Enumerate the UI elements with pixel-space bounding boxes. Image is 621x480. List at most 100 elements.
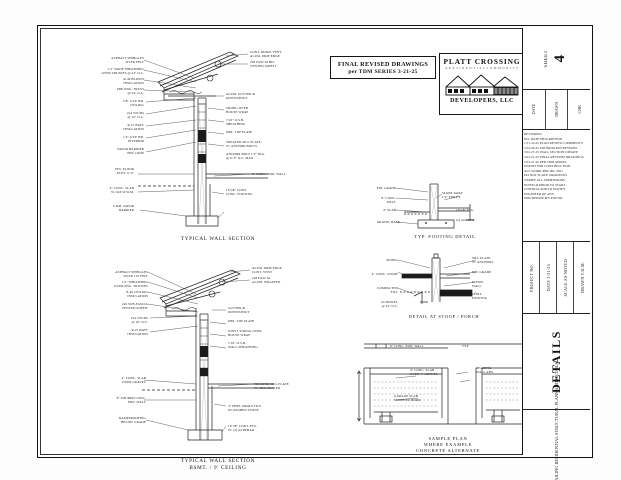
revision-line: ENGINEER OF ANY [524,191,555,196]
label-footing-1: 8" CONC. WALL [381,196,396,205]
label-lower-left-1: 1/2" SHEATHING OVER ENG. TRUSSES [114,280,148,289]
label-upper-right-9: 16"x8" CONT. CONC. FOOTING [226,188,253,197]
label-stoop-2: 4" CONC. STOOP [371,272,398,276]
label-lower-left-7: 8" POURED CONC. FDN. WALL [116,396,146,405]
revision-line: DISCREPANCIES FOUND [524,196,563,201]
label-stoop-3: FIN. GRADE [472,270,492,274]
caption-stoop: DETAIL AT STOOP / PORCH [408,314,480,319]
caption-typical-wall-section-upper: TYPICAL WALL SECTION [180,236,256,242]
meta-cell-date-label: DATE [531,104,537,115]
project-info-col-date: DATE 3-21-25 [540,242,557,313]
revision-line: DO NOT SCALE DRAWINGS [524,173,568,178]
label-plan-0: 8" CONC. FDN. WALL [390,344,424,348]
label-upper-right-5: DBL. TOP PLATE [226,130,253,134]
meta-cell-date: DATE [523,90,546,129]
label-lower-right-6: TREATED SILL PLATE W/ SILL SEALER [254,382,289,391]
revision-line: REVISIONS [524,132,542,136]
label-upper-left-2: R-49 BLOWN INSULATION [123,77,144,86]
label-footing-2: SLOPE AWAY 1/4" PER FT. [442,191,464,200]
label-upper-left-7: 1/2" GYP. BD. INTERIOR [123,135,144,144]
revision-line: NO. DATE DESCRIPTION [524,136,563,141]
label-plan-9: GARAGE SLAB SLOPE TO DOOR [394,394,421,403]
project-drawn-text: DRAWN T.D.M. [579,262,585,293]
label-stoop-4: COMPACTED FILL [377,286,398,295]
revision-line: 5 03-21-25 PER TDM SERIES [524,159,567,164]
label-lower-right-0: ALUM. DRIP EDGE CONT. VENT [252,266,282,275]
sheet-number-row: SHEET 4 [523,28,590,90]
logo-developer-name: DEVELOPERS, LLC [450,96,514,104]
sheet-title-row: DETAILS [523,314,590,410]
title-block: SHEET 4 DATE DRAWN CHK REVISIONS NO. DAT… [522,28,590,480]
label-stoop-5: 8" FDN. WALL [472,280,484,289]
label-lower-right-7: 4" PERF. DRAIN TILE IN WASHED STONE [228,404,262,413]
label-stoop-0: SIDING [386,258,398,262]
label-lower-right-8: 16"x8" CONT. FTG. W/ (2) #4 REBAR [228,424,258,433]
label-upper-right-0: CONT. RIDGE VENT ALUM. DRIP EDGE [250,50,282,59]
label-upper-left-3: PRE-ENG. TRUSS @ 24" O.C. [116,87,144,96]
label-upper-right-8: 8" CONC. FDN. WALL [252,172,286,176]
revision-line: 3 02-27-25 WALL SECTION UPDATE [524,150,579,155]
logo-subtitle: A R E S I D E N T I A L C O M M U N I T … [445,66,519,70]
label-lower-left-3: 2x6 SUB-FASCIA VENTED SOFFIT [121,302,148,311]
label-stoop-1: SILL PLATE W/ ANCHORS [472,256,494,265]
label-lower-right-3: DBL. TOP PLATE [228,319,255,323]
label-plan-3: BEARING WALL ABV. [476,366,494,375]
project-info-col-drawn: DRAWN T.D.M. [574,242,590,313]
label-lower-left-0: ASPHALT SHINGLES OVER 15# FELT [115,270,148,279]
label-upper-left-6: R-21 BATT INSULATION [123,123,144,132]
revision-line: 2 02-06-25 FOUNDATION REVISED [524,145,577,150]
detail-typical-footing [395,183,474,229]
label-upper-right-3: SIDING OVER HOUSE WRAP [226,106,249,115]
revision-stamp: FINAL REVISED DRAWINGS per TDM SERIES 3-… [330,56,436,79]
detail-stoop [397,253,477,304]
meta-cell-chk-label: CHK [576,105,582,114]
label-upper-left-9: FIN. FLOOR ELEV. 0'-0" [115,167,134,176]
sheet-border: FINAL REVISED DRAWINGS per TDM SERIES 3-… [37,25,593,480]
detail-typical-wall-section-upper [137,51,268,227]
revision-line: CONTRACTOR TO NOTIFY [524,187,566,192]
revision-line: ALL WORK PER IRC 2021 [524,168,563,173]
label-upper-left-1: 1/2" ROOF SHEATHING OVER TRUSSES @ 24" O… [101,67,144,76]
label-footing-0: FIN. GRADE [376,186,396,190]
label-upper-left-5: 2x4 STUDS @ 16" O.C. [126,111,144,120]
revision-line: ISSUED FOR CONSTRUCTION [524,164,571,169]
revision-line: IN FIELD PRIOR TO START [524,182,566,187]
title-block-meta-row: DATE DRAWN CHK [523,90,590,130]
label-upper-left-11: 6 MIL VAPOR BARRIER [112,204,134,213]
label-plan-2: 4" CONC. SLAB OVER 4" GRAVEL [410,368,438,377]
caption-typical-footing: TYP. FOOTING DETAIL [414,234,476,239]
developer-logo: PLATT CROSSING A R E S I D E N T I A L C… [439,53,525,115]
stamp-line-1: FINAL REVISED DRAWINGS [337,60,429,68]
project-info-columns: PROJECT NO. DATE 3-21-25 SCALE AS NOTED … [523,242,590,314]
label-footing-3: 4" SLAB [383,208,396,212]
label-upper-left-4: 5/8" GYP. BD. CEILING [123,99,144,108]
label-upper-left-0: ASPHALT SHINGLES OVER FELT [111,56,144,65]
stamp-line-2: per TDM SERIES 3-21-25 [348,68,418,75]
meta-cell-chk: CHK [568,90,590,129]
revision-line: 4 03-21-25 FINAL REVISED DRAWINGS [524,154,584,159]
label-footing-6: (2) #4 CONT. [456,218,476,222]
label-lower-right-2: GUTTER & DOWNSPOUT [228,306,250,315]
project-info-col-scale: SCALE AS NOTED [557,242,574,313]
revision-line: VERIFY ALL DIMENSIONS [524,177,566,182]
project-info-col-project-no: PROJECT NO. [523,242,540,313]
revision-line: 1 01-14-25 PLAN REVIEW COMMENTS [524,141,583,146]
label-footing-4: GRAVEL BASE [376,220,400,224]
label-upper-right-2: ALUM. GUTTER & DOWNSPOUT [226,92,256,101]
label-lower-right-4: VINYL SIDING OVER HOUSE WRAP [228,329,262,338]
label-stoop-6: CONT. FOOTING [472,292,488,301]
label-lower-left-4: 2x4 STUDS @ 16" O.C. [130,316,148,325]
detail-sample-foundation-plan [357,343,539,425]
project-no-text: PROJECT NO. [528,263,534,292]
sheet-number-value: 4 [552,54,568,63]
label-upper-left-8: VAPOR BARRIER PER CODE [116,147,144,156]
label-lower-left-6: 4" CONC. SLAB OVER GRAVEL [121,376,146,385]
caption-typical-wall-section-lower: TYPICAL WALL SECTION BSMT. / 9' CEILING [180,458,256,471]
revision-history-block: REVISIONS NO. DATE DESCRIPTION 1 01-14-2… [523,130,590,242]
label-upper-right-6: TREATED SILL PLATE W/ ANCHOR BOLTS [226,140,261,149]
caption-sample-foundation-plan: SAMPLE PLAN WHERE EXAMPLE CONCRETE ALTER… [416,436,480,453]
logo-houses-icon [445,73,519,95]
firm-info-text: TOTAL DRAFTING & DETAILING RESIDENTIAL S… [553,361,559,480]
label-lower-left-5: R-21 BATT INSULATION [127,328,148,337]
